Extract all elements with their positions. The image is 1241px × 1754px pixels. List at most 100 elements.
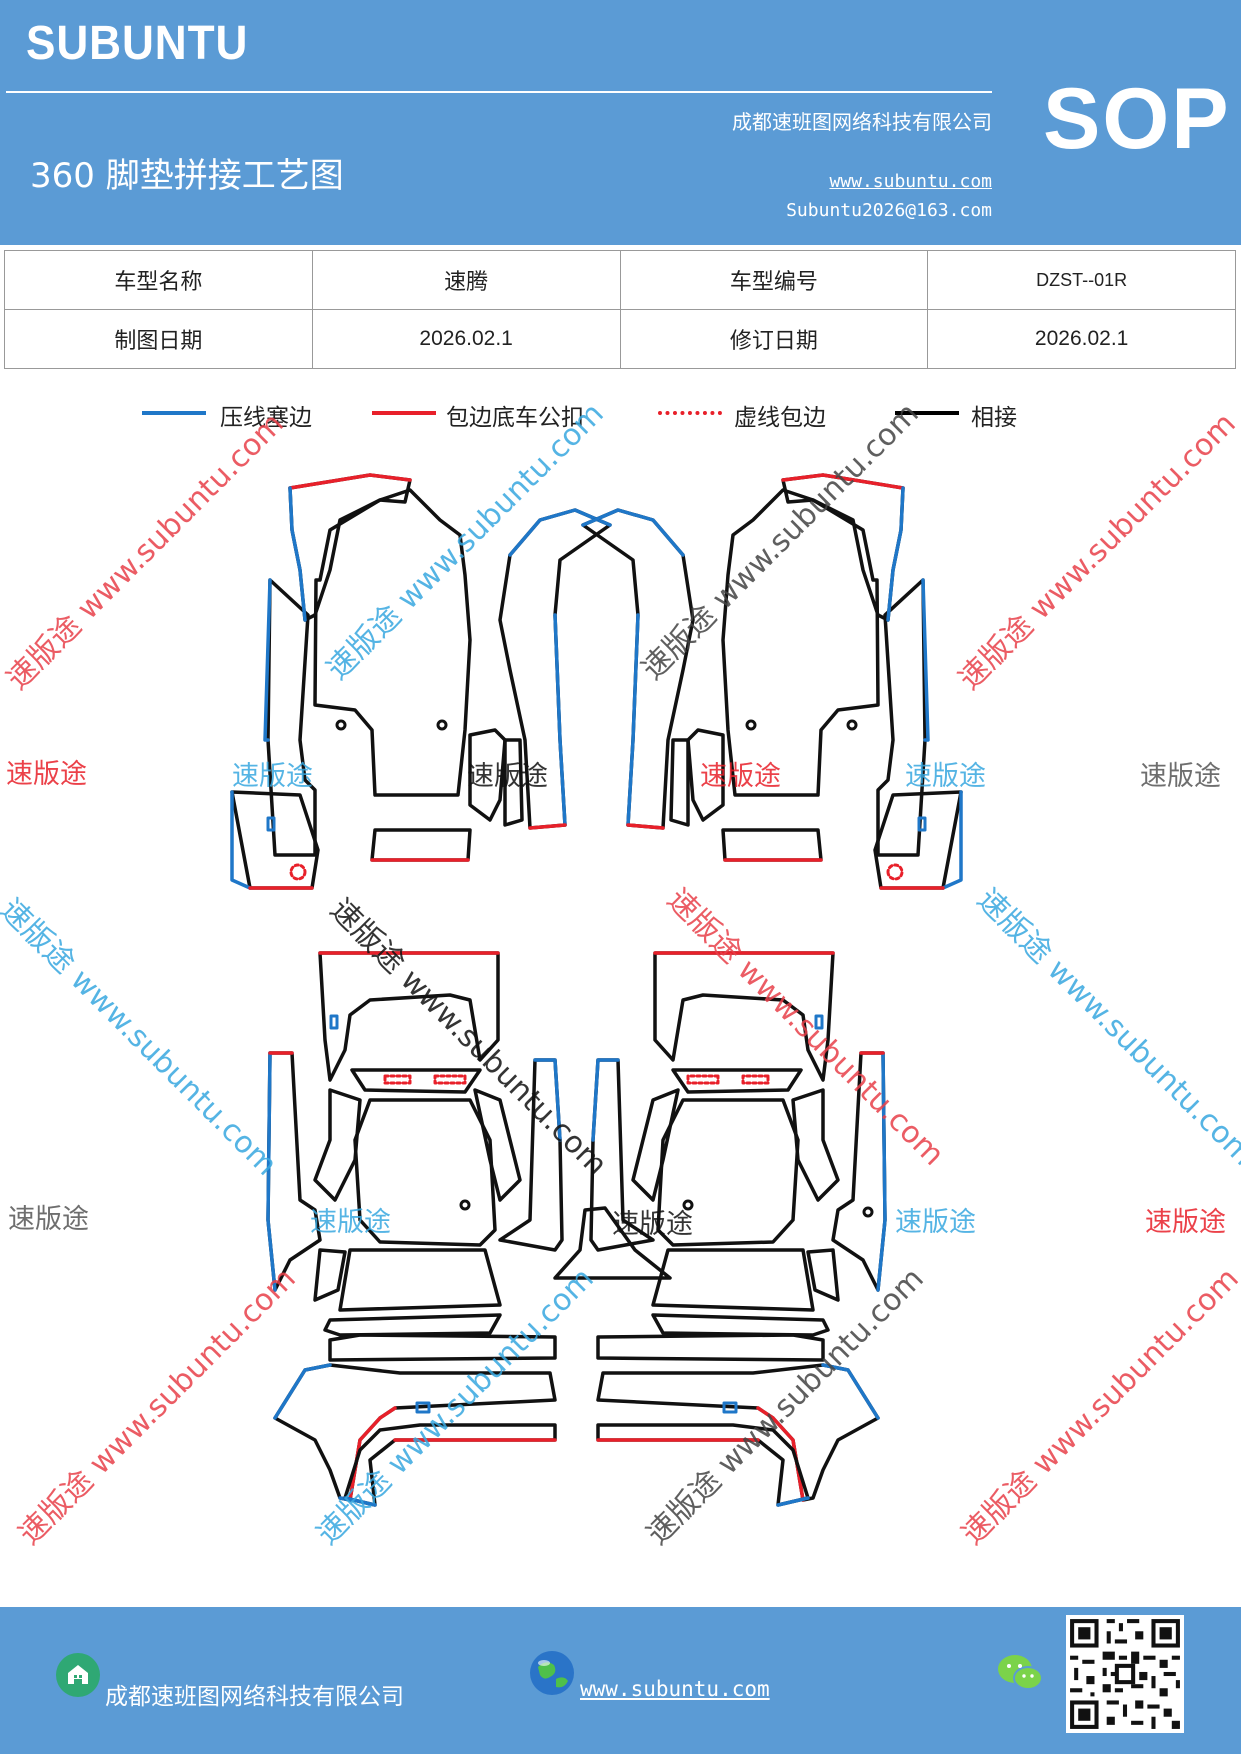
front-right-slot xyxy=(917,816,927,832)
rear-left-lower-strip xyxy=(323,1313,502,1337)
table-row: 制图日期 2026.02.1 修订日期 2026.02.1 xyxy=(4,309,1236,369)
revise-date-value: 2026.02.1 xyxy=(927,309,1236,369)
rear-left-mat-group xyxy=(266,951,564,1507)
watermark-label: 速版途 xyxy=(467,761,548,792)
front-right-small-blue xyxy=(941,790,963,890)
table-row: 车型名称 速腾 车型编号 DZST--01R xyxy=(4,250,1236,310)
front-right-side-strip-blue xyxy=(921,578,930,742)
legend-swatch-black xyxy=(895,411,959,415)
rear-left-top-piece xyxy=(318,951,500,1082)
rear-right-clip-hole xyxy=(862,1206,874,1218)
watermark-label: 速版途 xyxy=(8,1204,89,1235)
front-right-curve-red xyxy=(626,823,665,830)
rear-left-side-blue xyxy=(266,1051,277,1292)
rear-right-lower-piece-2 xyxy=(806,1248,840,1302)
rear-left-inner-panel xyxy=(313,1088,362,1202)
rear-left-top-slot xyxy=(329,1014,339,1030)
building-icon xyxy=(56,1653,100,1697)
watermark-label: 速版途 xyxy=(310,1207,391,1238)
draw-date-label: 制图日期 xyxy=(4,309,313,369)
website-link[interactable]: www.subuntu.com xyxy=(829,171,992,192)
front-left-clip-hole xyxy=(335,719,347,731)
mat-pieces-svg xyxy=(230,473,963,1507)
rear-left-bar xyxy=(350,1068,482,1094)
front-right-clip-piece xyxy=(686,728,725,822)
model-name-value: 速腾 xyxy=(311,250,621,310)
front-left-clip-piece-2 xyxy=(503,738,524,827)
vehicle-info-table: 车型名称 速腾 车型编号 DZST--01R 制图日期 2026.02.1 修订… xyxy=(4,250,1236,369)
front-left-small-piece xyxy=(230,790,320,890)
front-left-clip-piece xyxy=(468,728,507,822)
rear-right-inner-panel xyxy=(791,1088,840,1202)
rear-right-top-slot xyxy=(814,1014,824,1030)
watermark-label: 速版途 xyxy=(895,1207,976,1238)
watermark-label: 速版途 xyxy=(905,761,986,792)
front-right-top-red xyxy=(781,473,905,490)
qr-code-graphic xyxy=(1066,1615,1184,1733)
front-right-dotted-mark xyxy=(886,863,904,881)
front-left-bottom-piece xyxy=(370,828,472,862)
front-left-main-piece xyxy=(313,488,472,797)
rear-right-seat-piece xyxy=(656,1098,800,1247)
rear-right-lower-piece xyxy=(651,1248,815,1312)
rear-left-inner-panel-2 xyxy=(473,1088,522,1202)
rear-left-lower-strip-2 xyxy=(328,1333,557,1362)
rear-left-side-panel xyxy=(266,1051,322,1292)
rear-left-frame-piece xyxy=(343,1423,557,1507)
rear-right-right-blue xyxy=(591,1058,620,1142)
front-right-clip-hole xyxy=(745,719,757,731)
legend-label: 虚线包边 xyxy=(734,405,826,431)
watermark-label: 速版途 xyxy=(232,761,313,792)
qr-code xyxy=(1066,1615,1184,1733)
watermark-label: 速版途 xyxy=(1140,761,1221,792)
draw-date-value: 2026.02.1 xyxy=(311,309,621,369)
legend-label: 压线塞边 xyxy=(220,405,312,431)
front-right-mat-group xyxy=(581,473,963,890)
watermark-label: 速版途 xyxy=(700,761,781,792)
wechat-icon xyxy=(998,1655,1043,1690)
brand-logo: SUBUNTU xyxy=(26,17,249,70)
rear-right-lower-strip xyxy=(651,1313,830,1337)
header-divider xyxy=(6,91,992,93)
rear-right-top-piece xyxy=(653,951,835,1082)
rear-right-clip-hole xyxy=(682,1199,694,1211)
rear-right-side-blue xyxy=(876,1051,887,1292)
rear-left-right-blue xyxy=(533,1058,562,1142)
front-left-curve-red xyxy=(528,823,567,830)
front-right-small-piece xyxy=(873,790,963,890)
model-code-label: 车型编号 xyxy=(619,250,929,310)
front-left-small-blue xyxy=(230,790,252,890)
front-left-side-strip-blue xyxy=(263,578,272,742)
rear-right-mat-group xyxy=(589,951,887,1507)
front-left-side-strip xyxy=(266,578,317,857)
rear-right-curve-slot xyxy=(722,1401,738,1414)
footer-banner: 成都速班图网络科技有限公司 www.subuntu.com xyxy=(0,1607,1241,1754)
legend-swatch-red xyxy=(372,411,436,415)
rear-right-curve-blue xyxy=(821,1363,880,1420)
front-right-side-strip xyxy=(876,578,927,857)
legend-swatch-red-dotted xyxy=(658,411,722,415)
model-name-label: 车型名称 xyxy=(4,250,313,310)
front-left-dotted-mark xyxy=(289,863,307,881)
front-left-slot xyxy=(266,816,276,832)
rear-left-curve-slot xyxy=(415,1401,431,1414)
rear-right-bar xyxy=(671,1068,803,1094)
watermark-label: 速版途 xyxy=(6,759,87,790)
footer-company-name: 成都速班图网络科技有限公司 xyxy=(105,1684,404,1710)
rear-right-inner-panel-2 xyxy=(631,1088,680,1202)
rear-left-curve-blue xyxy=(273,1363,332,1420)
front-left-top-blue xyxy=(288,486,307,622)
front-right-curve-blue xyxy=(581,508,685,827)
rear-left-seat-piece xyxy=(353,1098,497,1247)
page-title: 360 脚垫拼接工艺图 xyxy=(30,156,344,196)
front-left-mat-group xyxy=(230,473,612,890)
front-right-clip-piece-2 xyxy=(669,738,690,827)
front-left-curve-blue xyxy=(508,508,612,827)
rear-right-lower-strip-2 xyxy=(596,1333,825,1362)
rear-left-frame-blue xyxy=(343,1496,377,1507)
rear-left-bar-dotted xyxy=(383,1074,467,1085)
revise-date-label: 修订日期 xyxy=(619,309,929,369)
floor-mat-diagram: 速版途 www.subuntu.com 速版途 www.subuntu.com … xyxy=(0,396,1241,1605)
legend-label: 包边底车公扣 xyxy=(446,405,584,431)
footer-website-link[interactable]: www.subuntu.com xyxy=(580,1677,770,1701)
